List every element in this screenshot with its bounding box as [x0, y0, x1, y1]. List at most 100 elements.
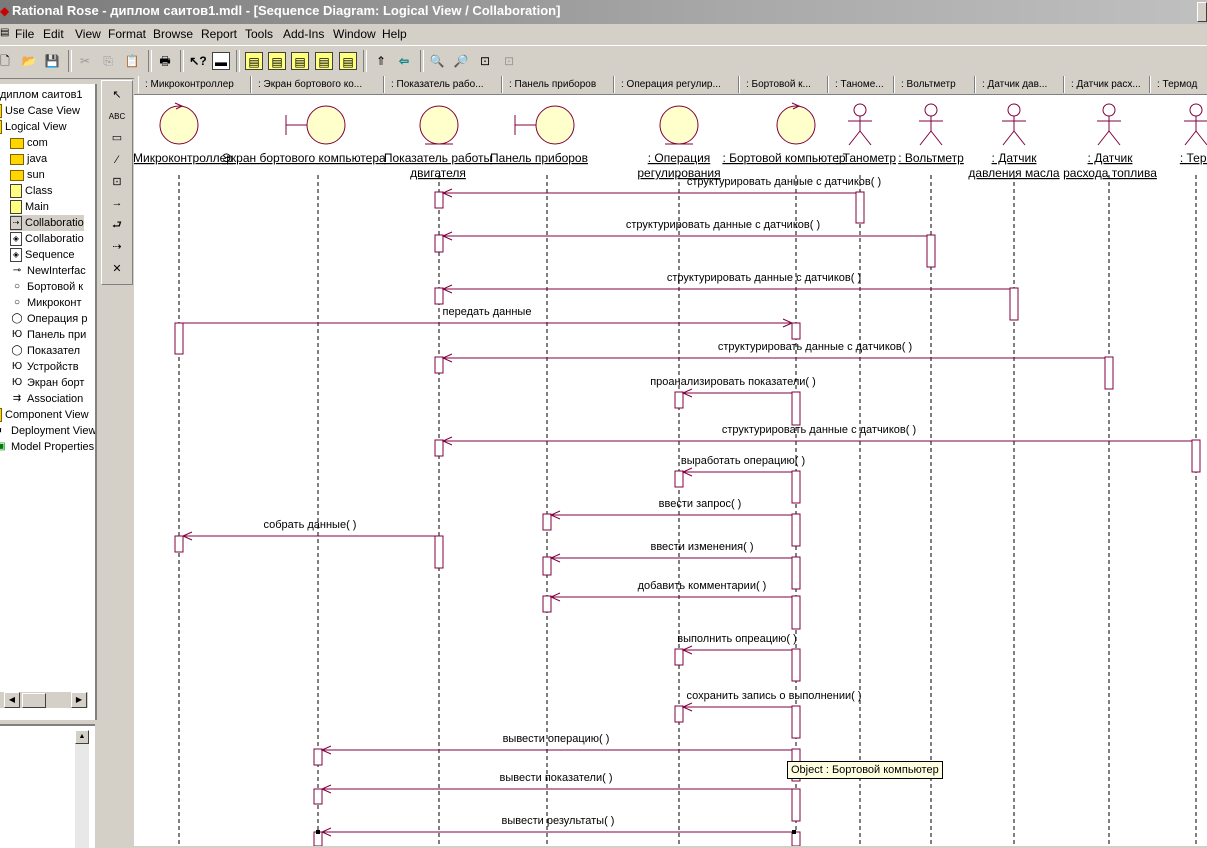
scroll-up-icon[interactable]: ▲: [75, 730, 89, 744]
tree-item-model-properties[interactable]: ▣Model Properties: [0, 439, 94, 455]
tree-item-use-case-view[interactable]: Use Case View: [0, 103, 80, 119]
zoom-out-icon[interactable]: 🔎: [453, 54, 469, 68]
tree-item-sun[interactable]: sun: [10, 167, 45, 183]
tree-item-deployment-view[interactable]: ◐Deployment View: [0, 423, 95, 439]
new-icon[interactable]: 🗋: [0, 54, 10, 68]
use-case-diagram-icon[interactable]: ▤: [268, 52, 286, 70]
tree-item-association[interactable]: ⇉Association: [10, 391, 83, 407]
header-cell-3[interactable]: : Панель приборов: [502, 76, 614, 93]
menu-window[interactable]: Window: [333, 27, 376, 41]
scroll-left-icon[interactable]: ◀: [4, 692, 20, 708]
open-icon[interactable]: 📂: [21, 54, 37, 68]
tree-item-sequence[interactable]: ◈Sequence: [10, 247, 75, 263]
selection-tool-icon[interactable]: ↖: [112, 89, 122, 101]
header-cell-9[interactable]: : Датчик расх...: [1064, 76, 1150, 93]
object-control-0[interactable]: [159, 102, 199, 145]
zoom-in-icon[interactable]: 🔍: [429, 54, 445, 68]
object-message-tool-icon[interactable]: →: [111, 197, 123, 209]
tree-item-java[interactable]: java: [10, 151, 47, 167]
header-cell-4[interactable]: : Операция регулир...: [614, 76, 739, 93]
cut-icon[interactable]: ✂: [79, 54, 91, 68]
browse-previous-icon[interactable]: ⇦: [398, 54, 410, 68]
object-actor-9[interactable]: [1097, 103, 1121, 146]
object-entity-2[interactable]: [419, 105, 459, 145]
header-cell-2[interactable]: : Показатель рабо...: [384, 76, 502, 93]
tree-item-collaboration[interactable]: ◈Collaboratio: [10, 231, 84, 247]
header-cell-7[interactable]: : Вольтметр: [894, 76, 975, 93]
copy-icon[interactable]: ⎘: [103, 54, 113, 68]
tree-item-class[interactable]: Class: [10, 183, 53, 199]
tree-item-microcontroller[interactable]: ○Микроконт: [10, 295, 82, 311]
scroll-right-icon[interactable]: ▶: [71, 692, 87, 708]
object-boundary-3[interactable]: [514, 105, 575, 145]
object-actor-6[interactable]: [848, 103, 872, 146]
tree-item-indicator[interactable]: ◯Показател: [10, 343, 80, 359]
documentation-pane[interactable]: ▲: [0, 724, 95, 848]
paste-icon[interactable]: 📋: [124, 54, 140, 68]
tree-item-label: sun: [27, 169, 45, 181]
class-diagram-icon[interactable]: ▤: [245, 52, 263, 70]
menu-format[interactable]: Format: [108, 27, 147, 41]
tree-item-main[interactable]: Main: [10, 199, 49, 215]
window-control-button[interactable]: [1197, 2, 1207, 22]
documentation-vertical-scrollbar[interactable]: ▲: [75, 730, 89, 848]
fit-in-window-icon[interactable]: ⊡: [479, 54, 491, 68]
header-cell-5[interactable]: : Бортовой к...: [739, 76, 828, 93]
tree-item-operation[interactable]: ◯Операция р: [10, 311, 87, 327]
object-actor-8[interactable]: [1002, 103, 1026, 146]
object-tool-icon[interactable]: ⊡: [112, 176, 122, 188]
object-boundary-1[interactable]: [285, 105, 346, 145]
menu-report[interactable]: Report: [201, 27, 238, 41]
component-diagram-icon[interactable]: ▤: [291, 52, 309, 70]
note-tool-icon[interactable]: ▭: [111, 132, 123, 144]
menu-browse[interactable]: Browse: [153, 27, 194, 41]
context-help-icon[interactable]: ↖?: [189, 54, 207, 68]
return-message-tool-icon[interactable]: ⇢: [112, 241, 122, 253]
object-actor-10[interactable]: [1184, 103, 1207, 146]
tree-item-collaboration-selected[interactable]: ⇢Collaboratio: [10, 215, 84, 231]
destruction-marker-tool-icon[interactable]: ✕: [112, 263, 122, 275]
object-control-5[interactable]: [776, 102, 816, 145]
save-icon[interactable]: 💾: [44, 54, 60, 68]
message-to-self-tool-icon[interactable]: ⮐: [112, 219, 122, 231]
header-cell-0[interactable]: : Микроконтроллер: [138, 76, 251, 93]
deployment-diagram-icon[interactable]: ▤: [315, 52, 333, 70]
view-doc-icon[interactable]: ▬: [212, 52, 230, 70]
model-browser[interactable]: диплом саитов1 Use Case View Logical Vie…: [0, 84, 97, 720]
actor-shape: [1189, 103, 1203, 117]
print-icon[interactable]: 🖶: [159, 54, 171, 68]
anchor-note-tool-icon[interactable]: ⁄: [116, 154, 118, 166]
rational-rose-icon[interactable]: ◆: [0, 4, 10, 18]
tree-item-component-view[interactable]: Component View: [0, 407, 89, 423]
browse-parent-icon[interactable]: ⇑: [375, 54, 387, 68]
document-menu-icon[interactable]: ▤: [0, 27, 10, 38]
text-tool-icon[interactable]: ABC: [108, 112, 126, 121]
menu-edit[interactable]: Edit: [43, 27, 64, 41]
tree-item-logical-view[interactable]: Logical View: [0, 119, 67, 135]
tree-item-model[interactable]: диплом саитов1: [0, 87, 83, 103]
tree-item-newinterface[interactable]: ⊸NewInterfac: [10, 263, 86, 279]
menu-add-ins[interactable]: Add-Ins: [283, 27, 325, 41]
header-cell-6[interactable]: : Таноме...: [828, 76, 894, 93]
state-diagram-icon[interactable]: ▤: [339, 52, 357, 70]
browser-horizontal-scrollbar[interactable]: ◀ ▶: [0, 692, 88, 708]
menu-file[interactable]: File: [15, 27, 35, 41]
tree-item-onboard-computer[interactable]: ○Бортовой к: [10, 279, 83, 295]
activation-box-24: [674, 648, 684, 666]
scroll-thumb[interactable]: [22, 693, 46, 708]
header-cell-10[interactable]: : Термод: [1150, 76, 1207, 93]
header-cell-8[interactable]: : Датчик дав...: [975, 76, 1064, 93]
object-entity-4[interactable]: [659, 105, 699, 145]
menu-view[interactable]: View: [75, 27, 101, 41]
menu-tools[interactable]: Tools: [245, 27, 274, 41]
tree-item-com[interactable]: com: [10, 135, 48, 151]
menu-help[interactable]: Help: [382, 27, 407, 41]
undo-fit-icon[interactable]: ⊡: [503, 54, 515, 68]
header-cell-1[interactable]: : Экран бортового ко...: [251, 76, 384, 93]
object-actor-7[interactable]: [919, 103, 943, 146]
